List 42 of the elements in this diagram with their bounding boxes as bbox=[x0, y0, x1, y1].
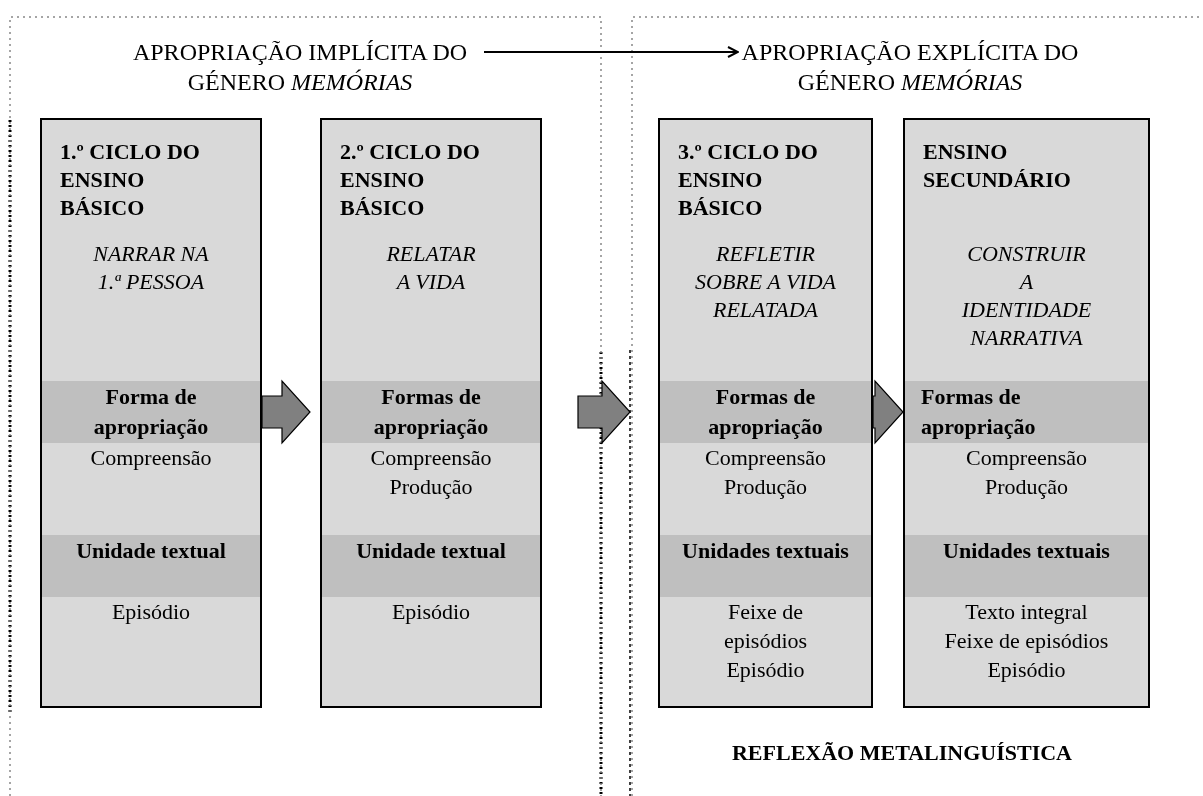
stage-column bbox=[320, 118, 542, 708]
panel-item: Compreensão bbox=[89, 444, 213, 472]
panel-heading: Unidade textual bbox=[75, 537, 227, 565]
block-arrow bbox=[872, 379, 904, 445]
dotted-region bbox=[10, 17, 601, 796]
panel-heading: Formas de apropriação bbox=[707, 383, 824, 441]
phase-heading: APROPRIAÇÃO EXPLÍCITA DO GÉNERO MEMÓRIAS bbox=[740, 37, 1080, 97]
panel-item: Episódio bbox=[725, 656, 806, 684]
panel-item: Produção bbox=[388, 473, 474, 501]
panel-item: Episódio bbox=[390, 598, 472, 626]
stage-column bbox=[903, 118, 1150, 708]
panel-heading: Formas de apropriação bbox=[921, 383, 1037, 441]
stage-subtitle: NARRAR NA 1.ª PESSOA bbox=[92, 240, 210, 296]
stage-title: 2.º CICLO DO ENSINO BÁSICO bbox=[340, 138, 481, 222]
section-label: REFLEXÃO METALINGUÍSTICA bbox=[730, 740, 1073, 766]
panel-item: Feixe de episódios bbox=[722, 598, 809, 655]
panel-heading: Unidade textual bbox=[355, 537, 507, 565]
stage-column bbox=[658, 118, 873, 708]
panel-heading: Unidades textuais bbox=[681, 537, 850, 565]
panel-item: Compreensão bbox=[965, 444, 1088, 472]
stage-title: ENSINO SECUNDÁRIO bbox=[923, 138, 1068, 194]
panel-item: Produção bbox=[722, 473, 809, 501]
stage-subtitle: REFLETIR SOBRE A VIDA RELATADA bbox=[694, 240, 837, 324]
panel-item: Episódio bbox=[986, 656, 1067, 684]
panel-item: Feixe de episódios bbox=[943, 627, 1110, 655]
panel-item: Compreensão bbox=[704, 444, 827, 472]
panel-heading: Unidades textuais bbox=[942, 537, 1111, 565]
panel-item: Texto integral bbox=[964, 598, 1089, 626]
panel-item: Compreensão bbox=[369, 444, 493, 472]
stage-title: 1.º CICLO DO ENSINO BÁSICO bbox=[60, 138, 201, 222]
block-arrow bbox=[261, 379, 311, 445]
stage-column bbox=[40, 118, 262, 708]
panel-heading: Forma de apropriação bbox=[92, 383, 210, 441]
panel-heading: Formas de apropriação bbox=[372, 383, 490, 441]
arrow bbox=[483, 46, 739, 58]
panel-item: Episódio bbox=[110, 598, 192, 626]
phase-heading: APROPRIAÇÃO IMPLÍCITA DO GÉNERO MEMÓRIAS bbox=[130, 37, 470, 97]
stage-subtitle: CONSTRUIR A IDENTIDADE NARRATIVA bbox=[960, 240, 1093, 352]
stage-subtitle: RELATAR A VIDA bbox=[385, 240, 477, 296]
stage-title: 3.º CICLO DO ENSINO BÁSICO bbox=[678, 138, 819, 222]
panel-item: Produção bbox=[983, 473, 1070, 501]
block-arrow bbox=[577, 379, 631, 445]
